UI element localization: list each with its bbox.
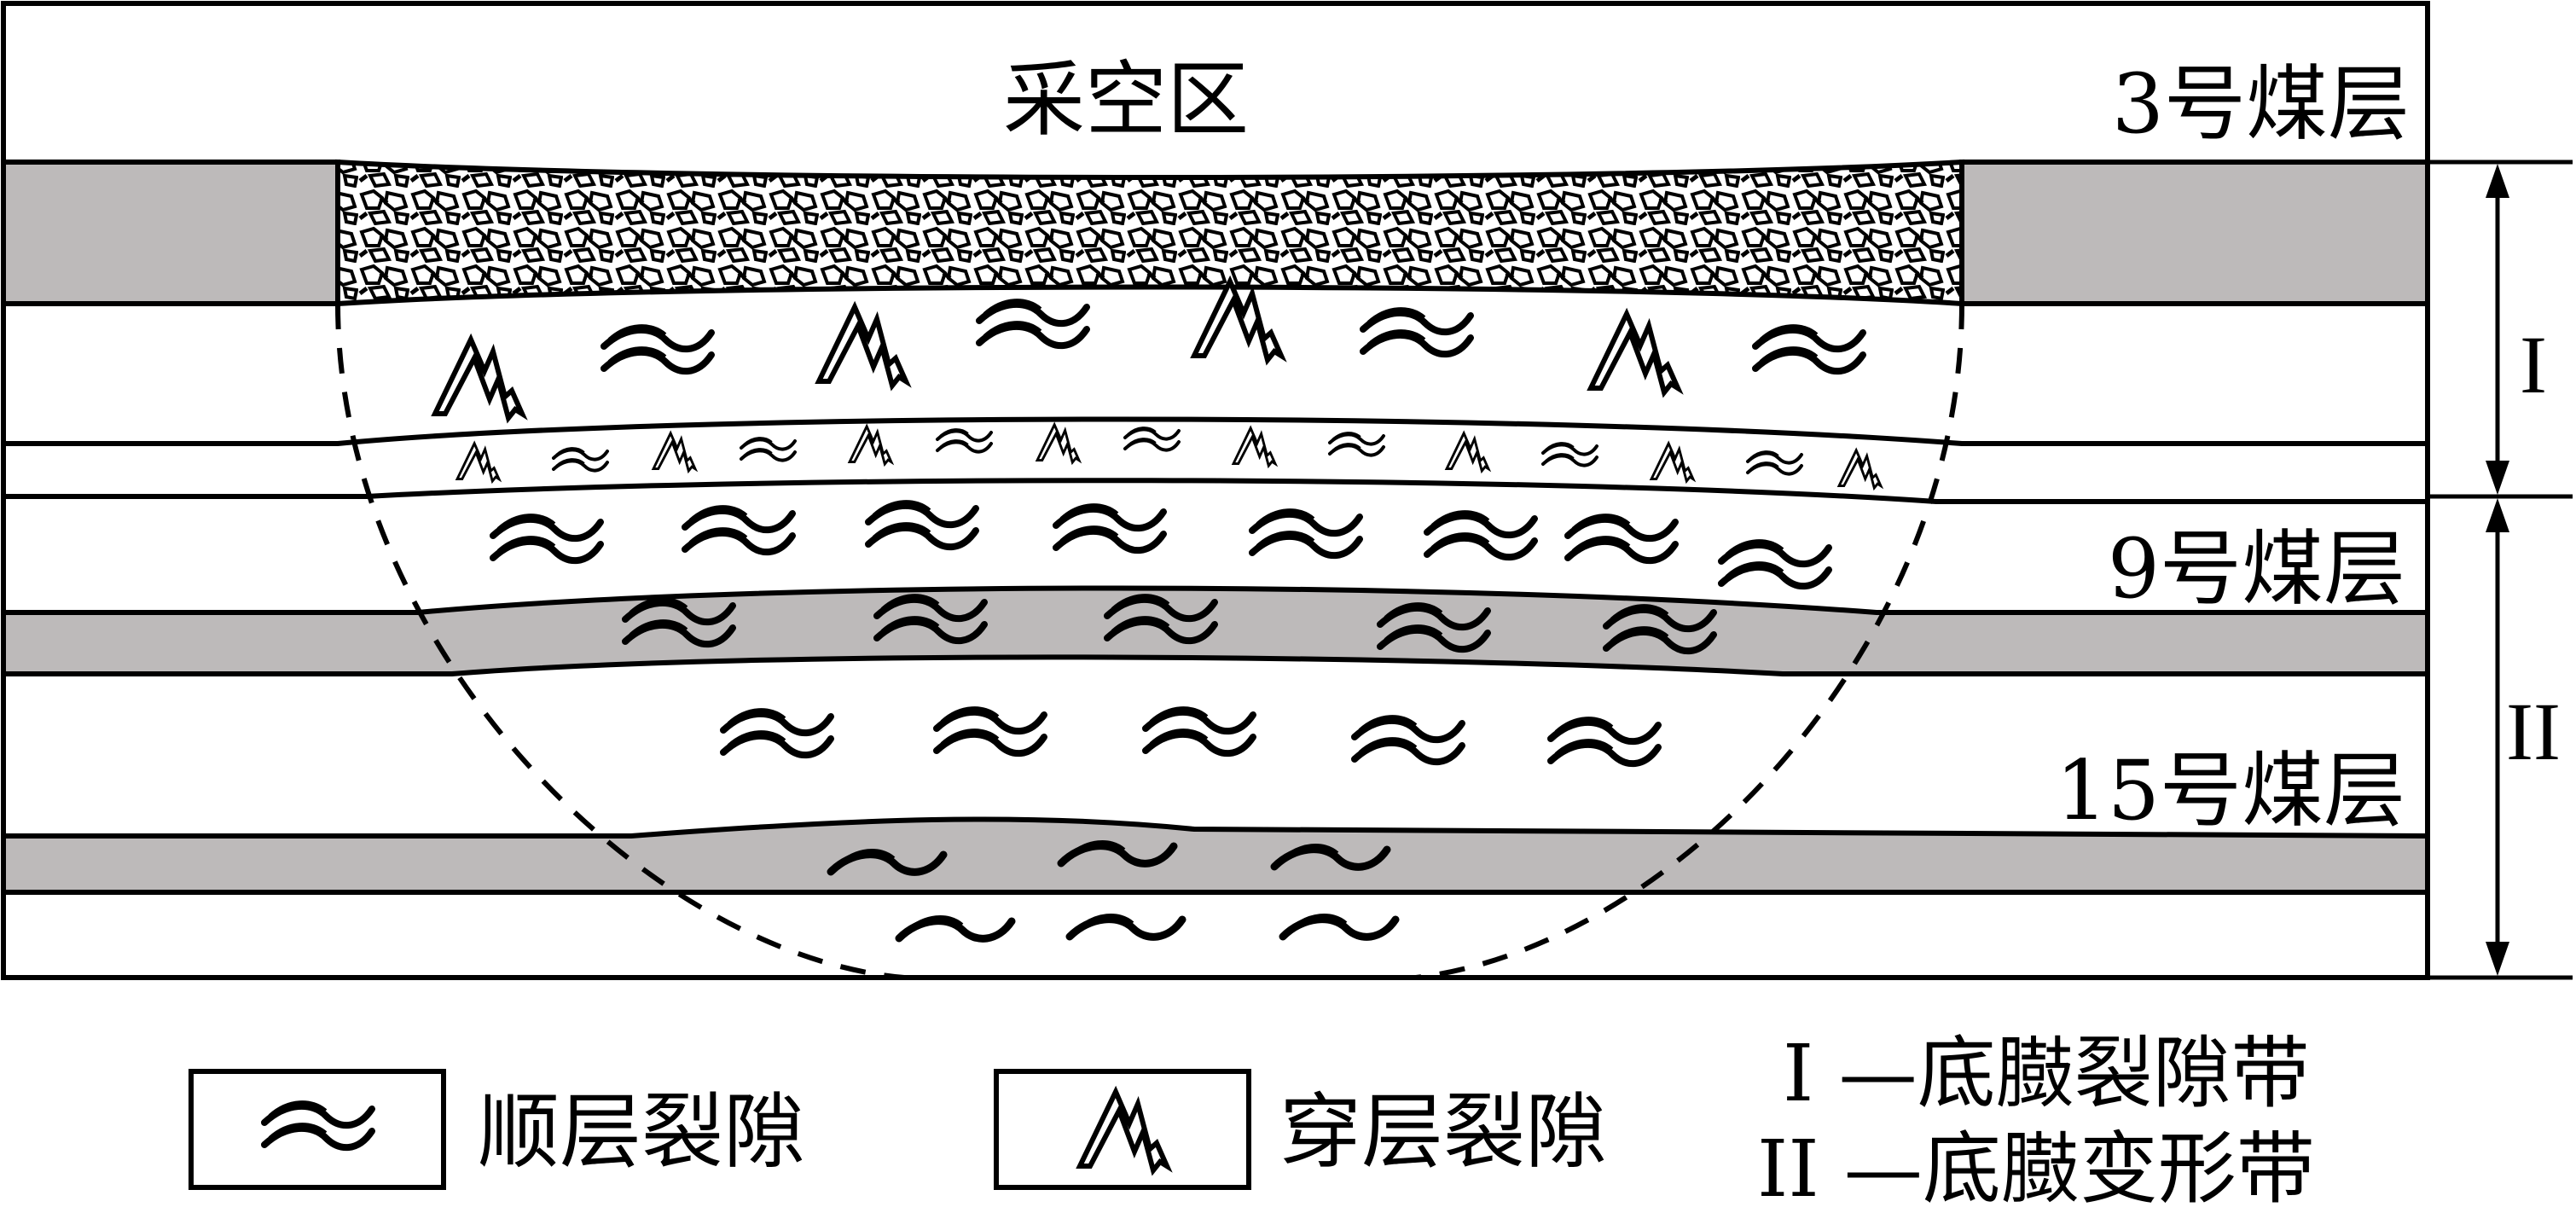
arrow-down-icon <box>2486 461 2509 495</box>
legend-cross-label: 穿层裂隙 <box>1279 1084 1607 1180</box>
goaf-label: 采空区 <box>1003 52 1249 148</box>
seam3-label: 3号煤层 <box>2112 56 2410 152</box>
zone-markers: I II <box>2428 160 2573 980</box>
zone1-roman-label: I <box>2520 319 2547 410</box>
seam3-coal-right <box>1959 160 2430 306</box>
seam3-coal-left <box>1 160 340 306</box>
seam9-label: 9号煤层 <box>2108 521 2405 617</box>
disturbance-boundary-left <box>335 303 905 980</box>
strata-section <box>1 1 2430 980</box>
seam9-coal <box>1 585 2430 676</box>
legend-zone2-desc: II —底臌变形带 <box>1757 1123 2315 1213</box>
legend: 顺层裂隙 穿层裂隙 I —底臌裂隙带 II —底臌变形带 <box>189 1028 2315 1213</box>
seam15-coal <box>1 816 2430 895</box>
seam15-label: 15号煤层 <box>2056 743 2405 839</box>
arrow-up-icon <box>2486 498 2509 532</box>
zone2-roman-label: II <box>2506 686 2561 777</box>
arrow-up-icon <box>2486 164 2509 198</box>
legend-zone1-desc: I —底臌裂隙带 <box>1783 1028 2310 1119</box>
stratum-line-b <box>3 478 2428 504</box>
disturbance-boundary-right <box>1415 303 1964 980</box>
legend-bedding-label: 顺层裂隙 <box>478 1084 805 1180</box>
arrow-down-icon <box>2486 942 2509 976</box>
stratum-line-a <box>3 416 2428 446</box>
goaf-rubble <box>335 159 1964 307</box>
legend-box-cross <box>994 1069 1251 1190</box>
